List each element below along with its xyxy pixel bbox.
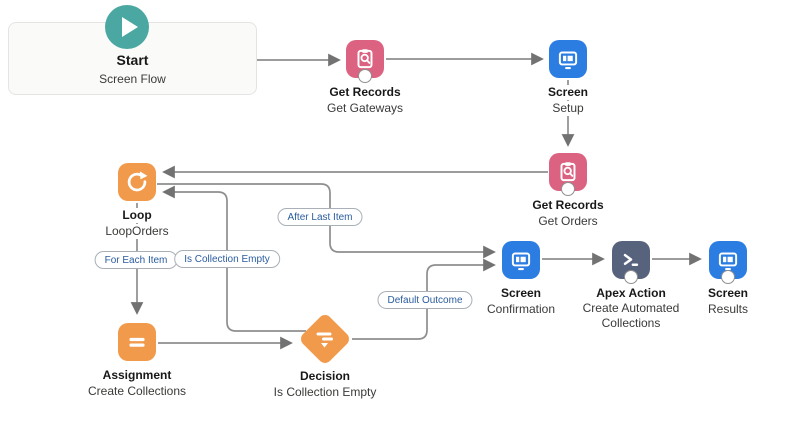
node-loop[interactable]: Loop LoopOrders bbox=[102, 163, 172, 239]
node-subtitle: LoopOrders bbox=[102, 224, 172, 239]
node-title: Get Records bbox=[529, 198, 607, 213]
node-screen-results[interactable]: Screen Results bbox=[704, 241, 752, 317]
node-title: Loop bbox=[119, 208, 155, 223]
node-title: Screen bbox=[544, 85, 592, 100]
clipboard-search-icon[interactable] bbox=[346, 40, 384, 83]
node-subtitle: Get Gateways bbox=[323, 101, 407, 116]
node-subtitle: Confirmation bbox=[483, 302, 559, 317]
start-title: Start bbox=[116, 52, 149, 68]
start-node[interactable]: Start Screen Flow bbox=[8, 5, 257, 95]
refresh-arrow-icon[interactable] bbox=[118, 163, 156, 201]
node-subtitle: Get Orders bbox=[535, 214, 601, 229]
connection-port[interactable] bbox=[561, 182, 575, 196]
node-get-orders[interactable]: Get Records Get Orders bbox=[529, 153, 607, 229]
monitor-icon[interactable] bbox=[709, 241, 747, 284]
node-screen-setup[interactable]: Screen Setup bbox=[544, 40, 592, 116]
signpost-icon[interactable] bbox=[298, 312, 352, 366]
node-subtitle: Create Collections bbox=[84, 384, 190, 399]
node-title: Get Records bbox=[326, 85, 404, 100]
start-subtitle: Screen Flow bbox=[99, 72, 166, 86]
monitor-icon[interactable] bbox=[502, 241, 540, 279]
node-title: Screen bbox=[497, 286, 545, 301]
connector-label-default-outcome[interactable]: Default Outcome bbox=[377, 291, 473, 309]
connector-label-after-last-item[interactable]: After Last Item bbox=[277, 208, 363, 226]
node-decision[interactable]: Decision Is Collection Empty bbox=[270, 312, 380, 400]
connector-label-for-each-item[interactable]: For Each Item bbox=[94, 251, 178, 269]
node-subtitle: Setup bbox=[549, 101, 587, 116]
node-assignment[interactable]: Assignment Create Collections bbox=[84, 323, 190, 399]
monitor-icon[interactable] bbox=[549, 40, 587, 78]
connection-port[interactable] bbox=[721, 270, 735, 284]
node-get-gateways[interactable]: Get Records Get Gateways bbox=[323, 40, 407, 116]
node-apex-action[interactable]: Apex Action Create Automated Collections bbox=[574, 241, 688, 331]
equals-icon[interactable] bbox=[118, 323, 156, 361]
node-subtitle: Is Collection Empty bbox=[270, 385, 380, 400]
node-title: Assignment bbox=[99, 368, 175, 383]
connector-label-is-collection-empty[interactable]: Is Collection Empty bbox=[174, 250, 280, 268]
clipboard-search-icon[interactable] bbox=[549, 153, 587, 196]
connection-port[interactable] bbox=[624, 270, 638, 284]
node-subtitle: Results bbox=[704, 302, 751, 317]
node-subtitle: Create Automated Collections bbox=[574, 301, 688, 331]
node-title: Decision bbox=[296, 369, 354, 384]
play-icon bbox=[105, 5, 149, 49]
node-screen-confirmation[interactable]: Screen Confirmation bbox=[483, 241, 559, 317]
terminal-prompt-icon[interactable] bbox=[612, 241, 650, 284]
node-title: Apex Action bbox=[593, 286, 669, 301]
connection-port[interactable] bbox=[358, 69, 372, 83]
node-title: Screen bbox=[704, 286, 752, 301]
